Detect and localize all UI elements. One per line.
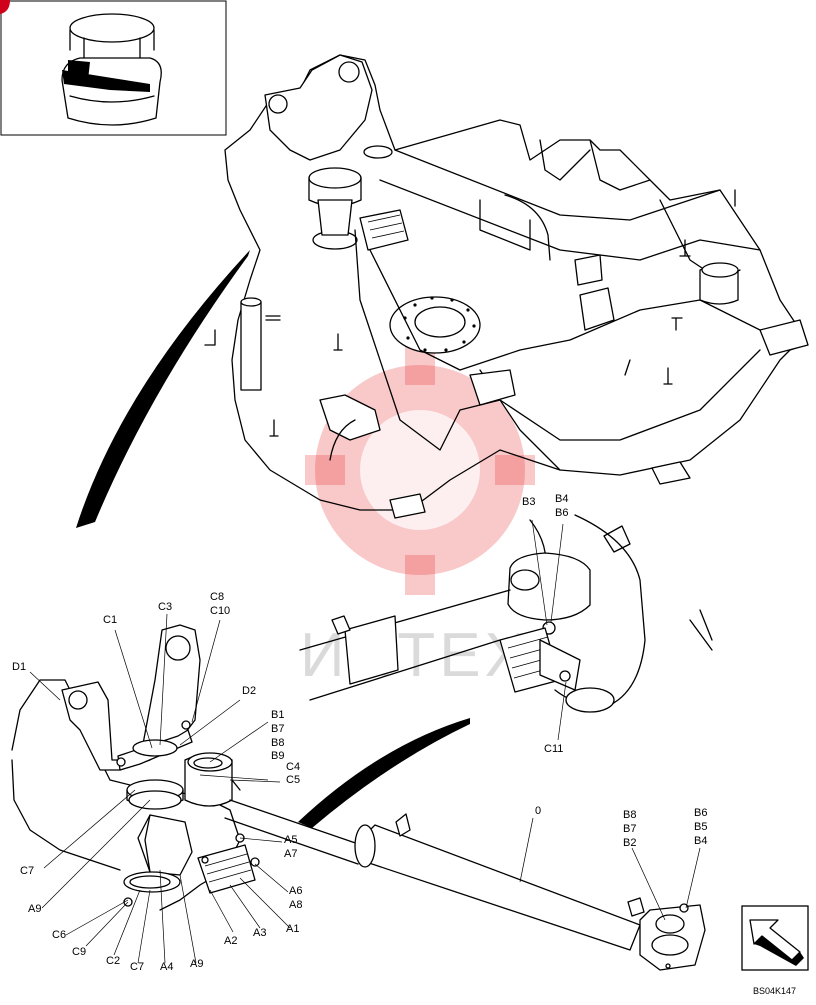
callout-b7-left: B7 bbox=[271, 723, 284, 735]
callout-b6-right: B6 bbox=[694, 807, 707, 819]
callout-c11: C11 bbox=[544, 743, 563, 755]
callout-c10: C10 bbox=[210, 605, 230, 617]
callout-b7-right: B7 bbox=[623, 823, 636, 835]
location-inset bbox=[0, 0, 227, 136]
callout-a4: A4 bbox=[160, 961, 173, 973]
callout-b6-top: B6 bbox=[555, 507, 568, 519]
callout-b9: B9 bbox=[271, 750, 284, 762]
upper-frame-assembly bbox=[76, 54, 809, 553]
callout-c4: C4 bbox=[286, 761, 300, 773]
callout-a3: A3 bbox=[253, 927, 266, 939]
callout-c7-bottom: C7 bbox=[130, 961, 144, 973]
swing-arrow bbox=[76, 250, 250, 528]
callout-b3: B3 bbox=[522, 496, 535, 508]
callout-c8: C8 bbox=[210, 591, 224, 603]
callout-c2: C2 bbox=[106, 955, 120, 967]
callout-b1: B1 bbox=[271, 709, 284, 721]
callout-c3: C3 bbox=[158, 601, 172, 613]
callout-b8-left: B8 bbox=[271, 737, 284, 749]
callout-c7-left: C7 bbox=[20, 865, 34, 877]
callout-a9-left: A9 bbox=[28, 903, 41, 915]
callout-b5: B5 bbox=[694, 821, 707, 833]
callout-c1: C1 bbox=[103, 614, 117, 626]
callout-a7: A7 bbox=[284, 848, 297, 860]
callout-c6: C6 bbox=[52, 929, 66, 941]
rod-end-detail bbox=[299, 514, 713, 713]
callout-a8: A8 bbox=[289, 899, 302, 911]
callout-b4-right: B4 bbox=[694, 835, 707, 847]
orientation-arrow-box bbox=[741, 905, 809, 971]
callout-a9-bottom: A9 bbox=[190, 958, 203, 970]
callout-a5: A5 bbox=[284, 834, 297, 846]
callout-c9: C9 bbox=[72, 946, 86, 958]
movement-arrow bbox=[298, 718, 470, 828]
callout-labels: B3 B4 B6 C8 C10 C3 C1 D1 D2 B1 B7 B8 B9 … bbox=[12, 493, 707, 973]
corner-badge bbox=[0, 0, 10, 14]
callout-c5: C5 bbox=[286, 774, 300, 786]
direction-arrow-small bbox=[603, 525, 631, 553]
callout-d2: D2 bbox=[242, 685, 256, 697]
watermark-text: ИНТЕХ bbox=[300, 621, 530, 690]
callout-a6: A6 bbox=[289, 885, 302, 897]
callout-b4-top: B4 bbox=[555, 493, 568, 505]
drawing-code: BS04K147 bbox=[753, 986, 796, 996]
cylinder-foot-detail bbox=[11, 624, 706, 971]
callout-0: 0 bbox=[535, 805, 541, 817]
callout-b8-right: B8 bbox=[623, 809, 636, 821]
callout-d1: D1 bbox=[12, 661, 26, 673]
callout-a1: A1 bbox=[286, 923, 299, 935]
callout-b2: B2 bbox=[623, 837, 636, 849]
leader-lines bbox=[29, 519, 701, 964]
callout-a2: A2 bbox=[224, 935, 237, 947]
